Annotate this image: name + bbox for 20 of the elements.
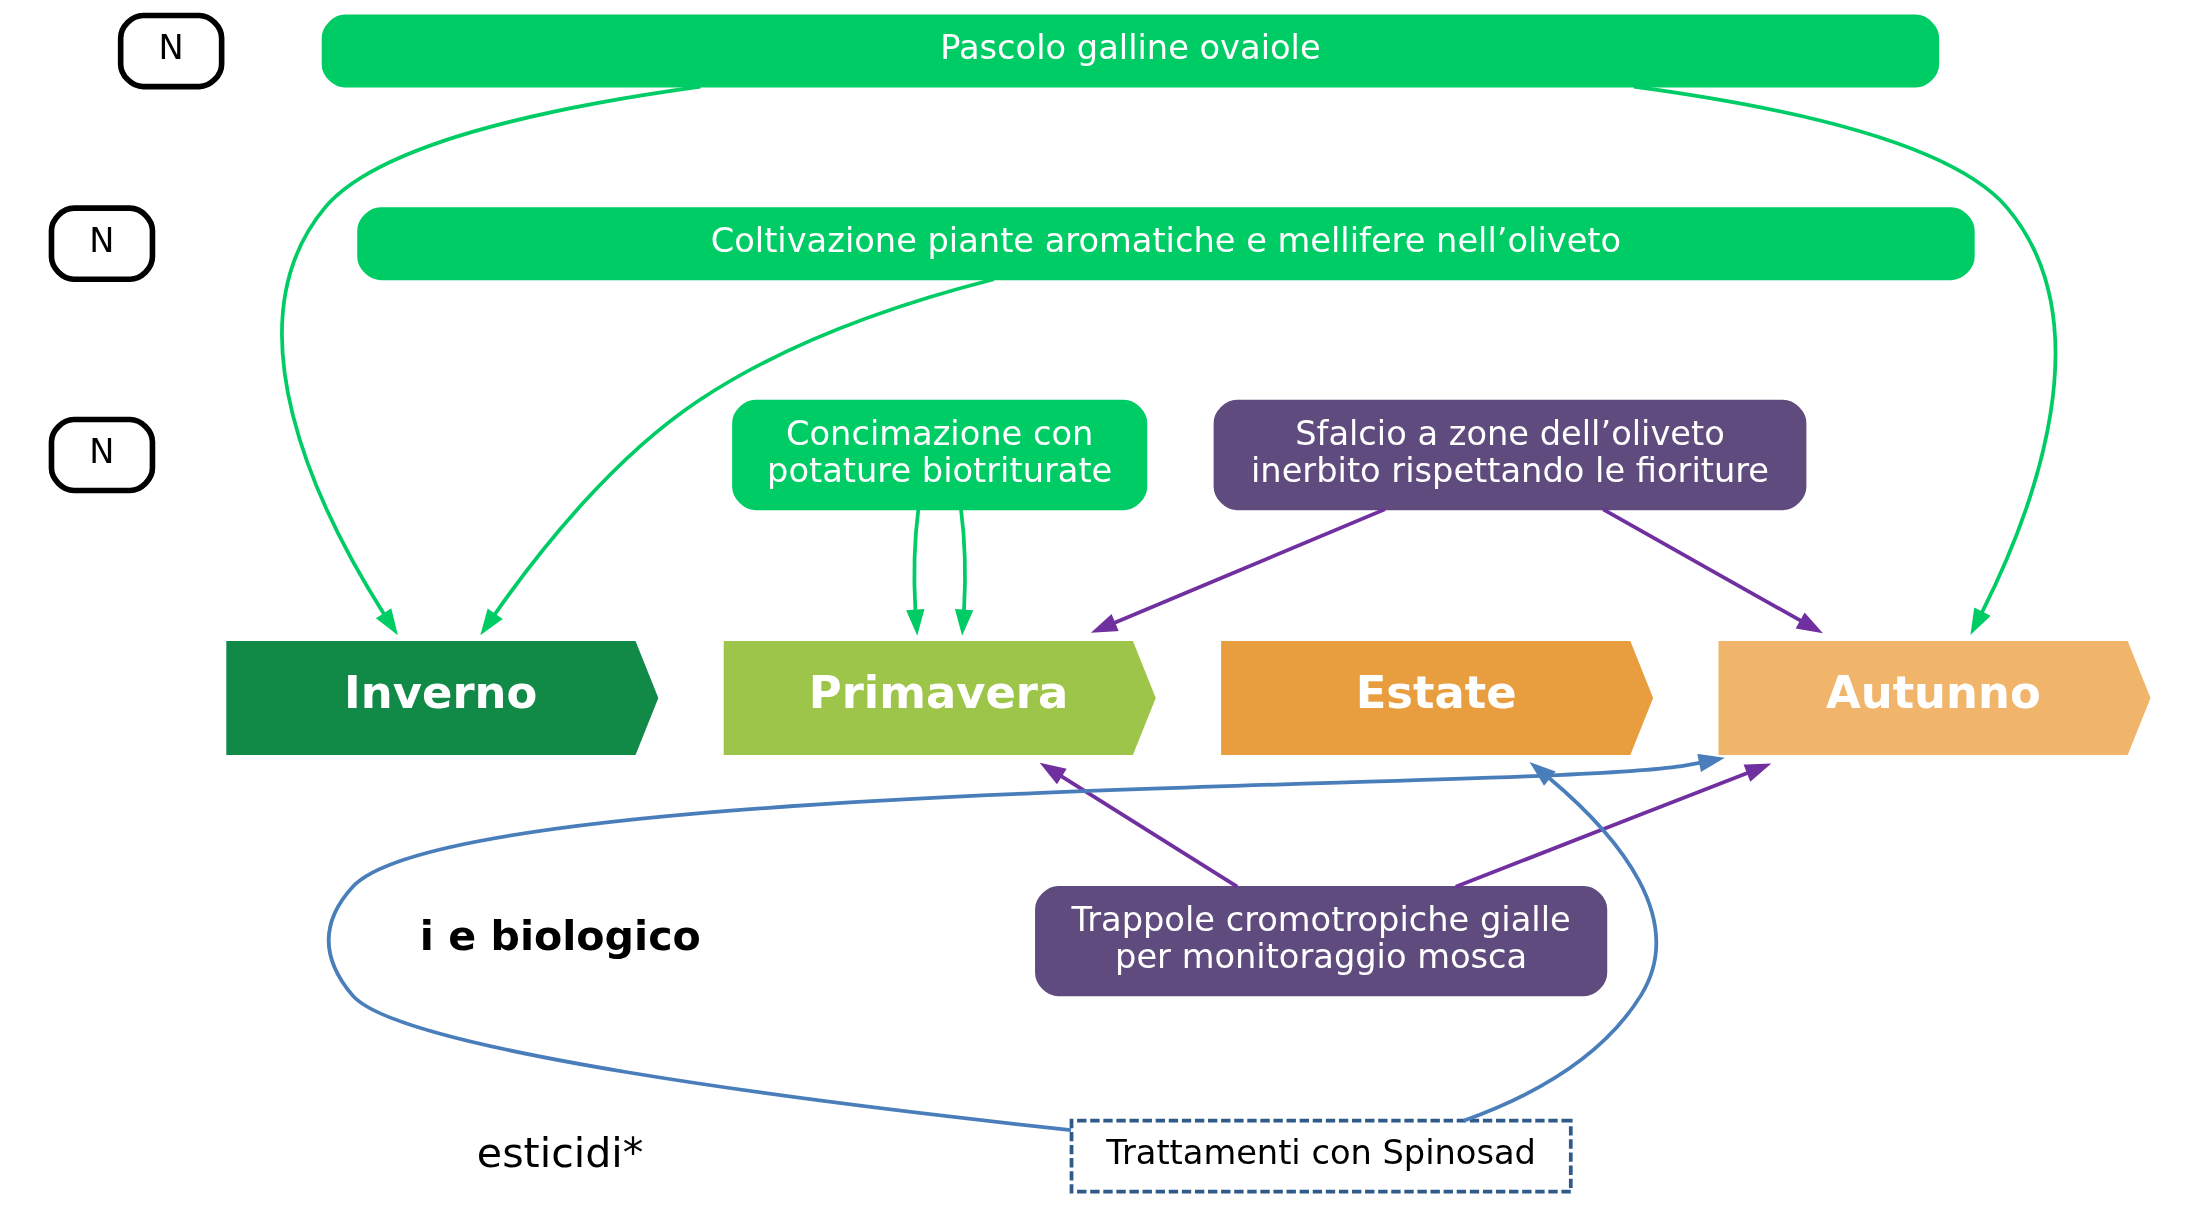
label: i e biologico [419,911,701,960]
arrow [1039,762,1239,889]
node-box: Trattamenti con Spinosad [1069,1118,1573,1194]
node-box: Sfalcio a zone dell’oliveto inerbito rispettando le fioriture [1213,399,1807,511]
node-box: N [48,205,156,282]
arrow [1633,84,2057,635]
arrow [480,277,995,636]
arrow [1602,507,1823,634]
node-box: Coltivazione piante aromatiche e mellifere nell’oliveto [357,207,1975,281]
arrow [327,753,1725,1132]
node-box: Concimazione con potature biotriturate [732,399,1148,511]
node-box: N [48,416,156,494]
label: esticidi* [476,1128,644,1177]
arrow [954,509,974,636]
arrow [280,84,701,636]
node-box: Trappole cromotropiche gialle per monitoraggio mosca [1035,886,1608,997]
arrow [906,509,925,636]
node-box: N [117,12,225,90]
arrow [1090,507,1386,633]
node-box: Pascolo galline ovaiole [321,14,1940,88]
